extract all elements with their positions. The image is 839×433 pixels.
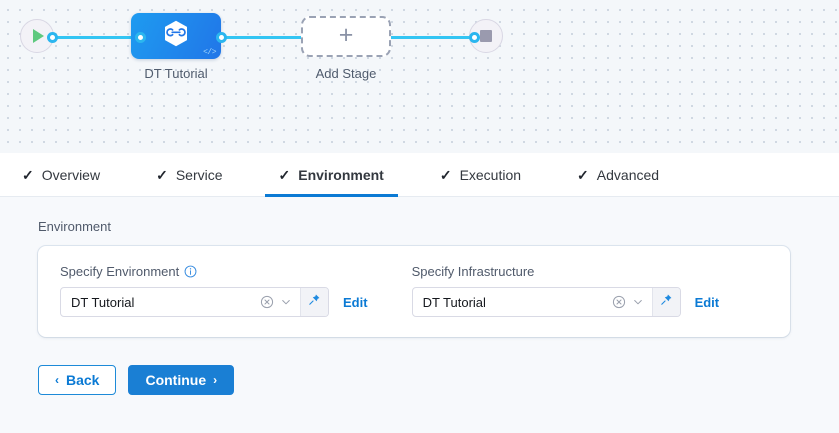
continue-button-label: Continue xyxy=(145,372,207,388)
stage-node-label: DT Tutorial xyxy=(144,66,208,81)
field-label-text: Specify Environment xyxy=(60,264,180,279)
infrastructure-edit-link[interactable]: Edit xyxy=(694,294,720,310)
plus-icon: + xyxy=(338,21,354,49)
connector-line-add-to-end xyxy=(388,36,474,39)
tab-overview[interactable]: ✓ Overview xyxy=(8,153,114,197)
connector-line-stage-to-add xyxy=(222,36,304,39)
chevron-right-icon: › xyxy=(213,373,218,387)
infrastructure-select-value: DT Tutorial xyxy=(422,294,486,310)
connector-port-start[interactable] xyxy=(47,32,58,43)
field-label-infrastructure: Specify Infrastructure xyxy=(412,264,720,279)
connector-line-start-to-stage xyxy=(44,36,140,39)
stage-config-tabs: ✓ Overview ✓ Service ✓ Environment ✓ Exe… xyxy=(0,153,839,197)
check-icon: ✓ xyxy=(156,166,168,183)
wizard-footer: ‹ Back Continue › xyxy=(38,365,839,395)
check-icon: ✓ xyxy=(577,166,589,183)
info-icon[interactable] xyxy=(184,265,197,278)
tab-service[interactable]: ✓ Service xyxy=(142,153,236,197)
tab-environment[interactable]: ✓ Environment xyxy=(264,153,399,197)
infrastructure-select-box[interactable]: DT Tutorial xyxy=(413,288,652,316)
clear-circle-icon[interactable] xyxy=(260,295,274,309)
field-specify-infrastructure: Specify Infrastructure DT Tutorial xyxy=(411,264,720,317)
back-button[interactable]: ‹ Back xyxy=(38,365,117,395)
back-button-label: Back xyxy=(66,372,100,388)
connector-port-end[interactable] xyxy=(469,32,480,43)
field-specify-environment: Specify Environment DT Tutorial xyxy=(60,264,368,317)
add-stage-button[interactable]: + xyxy=(301,16,391,57)
field-label-environment: Specify Environment xyxy=(60,264,368,279)
pin-icon xyxy=(660,293,673,311)
tab-label: Execution xyxy=(459,166,522,183)
tab-execution[interactable]: ✓ Execution xyxy=(426,153,535,197)
chevron-down-icon[interactable] xyxy=(280,296,292,308)
clear-circle-icon[interactable] xyxy=(612,295,626,309)
tab-advanced[interactable]: ✓ Advanced xyxy=(563,153,673,197)
environment-pin-button[interactable] xyxy=(300,288,328,316)
harness-hexagon-icon xyxy=(163,20,189,53)
add-stage-label: Add Stage xyxy=(315,66,377,81)
connector-port-stage-left[interactable] xyxy=(135,32,146,43)
check-icon: ✓ xyxy=(278,166,291,183)
continue-button[interactable]: Continue › xyxy=(128,365,235,395)
play-icon xyxy=(33,29,44,43)
pin-icon xyxy=(308,293,321,311)
stage-node-dt-tutorial[interactable]: </> xyxy=(131,13,221,59)
stop-icon xyxy=(480,30,492,42)
section-title: Environment xyxy=(38,219,111,234)
code-badge-icon: </> xyxy=(203,48,216,57)
tab-label: Advanced xyxy=(596,166,660,183)
check-icon: ✓ xyxy=(22,166,34,183)
chevron-down-icon[interactable] xyxy=(632,296,644,308)
tab-label: Environment xyxy=(298,166,384,183)
tab-label: Service xyxy=(175,166,223,183)
environment-card: Specify Environment DT Tutorial xyxy=(38,246,790,337)
field-row-infrastructure: DT Tutorial xyxy=(411,287,720,317)
infrastructure-pin-button[interactable] xyxy=(651,288,680,316)
tab-label: Overview xyxy=(41,166,101,183)
field-row-environment: DT Tutorial xyxy=(60,287,368,317)
environment-select[interactable]: DT Tutorial xyxy=(60,287,329,317)
field-label-text: Specify Infrastructure xyxy=(411,264,535,279)
pipeline-canvas[interactable]: </> DT Tutorial + Add Stage xyxy=(0,0,839,153)
environment-select-value: DT Tutorial xyxy=(71,294,135,310)
infrastructure-select[interactable]: DT Tutorial xyxy=(411,287,681,317)
check-icon: ✓ xyxy=(439,166,452,183)
environment-select-box[interactable]: DT Tutorial xyxy=(61,288,300,316)
connector-port-stage-right[interactable] xyxy=(216,32,227,43)
environment-panel: Environment Specify Environment DT Tutor… xyxy=(0,197,839,433)
chevron-left-icon: ‹ xyxy=(55,373,59,387)
environment-edit-link[interactable]: Edit xyxy=(343,294,368,310)
